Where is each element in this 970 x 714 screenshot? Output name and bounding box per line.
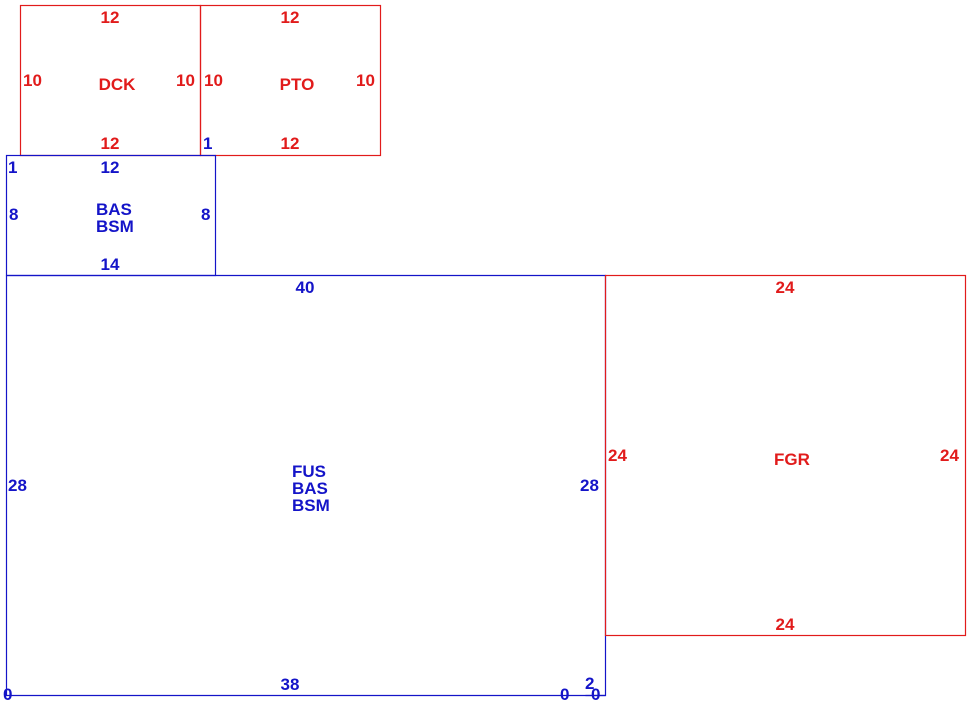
fgr-outline [604,274,967,637]
area-pto: 12 10 10 PTO 12 1 [199,4,382,157]
fgr-right-dimension: 24 [940,446,959,465]
fus-area-code-3: BSM [292,496,330,515]
dck-area-code: DCK [99,75,137,94]
pto-bottom-dimension: 12 [281,134,300,153]
dck-right-dimension: 10 [176,71,195,90]
dck-bottom-dimension: 12 [101,134,120,153]
fgr-top-dimension: 24 [776,278,795,297]
pto-area-code: PTO [280,75,315,94]
fus-area-code-2: BAS [292,479,328,498]
area-bas-bsm: 1 12 8 8 BAS BSM 14 [5,154,217,277]
fgr-bottom-dimension: 24 [776,615,795,634]
fus-corner-right: 0 [591,685,600,704]
bas-bsm-area-code-1: BAS [96,200,132,219]
fus-top-dimension: 40 [296,278,315,297]
dck-top-dimension: 12 [101,8,120,27]
dck-left-dimension: 10 [23,71,42,90]
bas-bsm-top-dimension: 12 [101,158,120,177]
area-dck: 12 10 10 DCK 12 [19,4,202,157]
pto-left-dimension: 10 [204,71,223,90]
fus-corner-left: 0 [3,685,12,704]
fus-area-code-1: FUS [292,462,326,481]
bas-bsm-corner-mark: 1 [8,158,17,177]
fus-corner-mid: 0 [560,685,569,704]
fus-right-dimension: 28 [580,476,599,495]
pto-corner-mark: 1 [203,134,212,153]
pto-right-dimension: 10 [356,71,375,90]
fgr-left-dimension: 24 [608,446,627,465]
fus-left-dimension: 28 [8,476,27,495]
bas-bsm-bottom-dimension: 14 [101,255,120,274]
area-fus: 40 28 28 FUS BAS BSM 38 2 0 0 0 [3,274,607,704]
fus-step-dimension: 2 [585,674,594,693]
bas-bsm-area-code-2: BSM [96,217,134,236]
fus-bottom-dimension: 38 [281,675,300,694]
area-fgr: 24 24 24 FGR 24 [604,274,967,637]
bas-bsm-left-dimension: 8 [9,205,18,224]
pto-outline [199,4,382,157]
fgr-area-code: FGR [774,450,810,469]
bas-bsm-right-dimension: 8 [201,205,210,224]
pto-top-dimension: 12 [281,8,300,27]
